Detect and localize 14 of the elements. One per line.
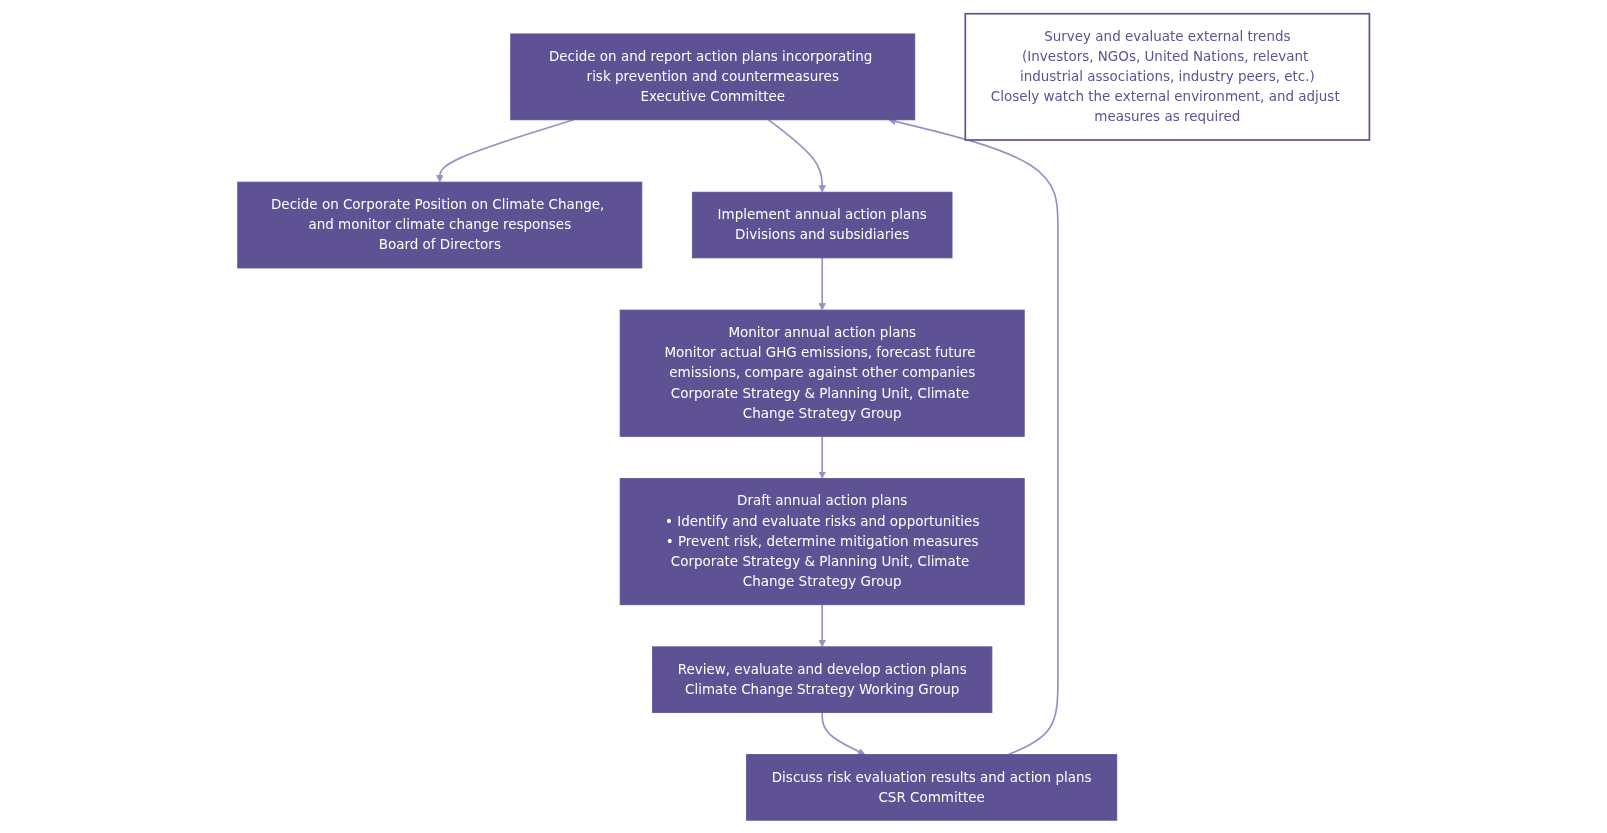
node-box: Decide on and report action plans incorporating risk prevention and countermeasures Executive Committee <box>510 33 916 120</box>
node-box: Monitor annual action plans Monitor actual GHG emissions, forecast future emissions, compare against other companies Corporate Strategy & Planning Unit, Climate Change Strategy Group <box>619 309 1025 437</box>
node-box: Draft annual action plans • Identify and evaluate risks and opportunities • Prevent risk, determine mitigation measures Corporate Strategy & Planning Unit, Climate Change Strategy Group <box>619 477 1025 605</box>
node-box: Implement annual action plans Divisions and subsidiaries <box>691 191 953 258</box>
arrow <box>818 256 826 310</box>
node-box: Discuss risk evaluation results and action plans CSR Committee <box>746 753 1118 821</box>
arrow <box>818 435 826 479</box>
arrow <box>821 711 866 755</box>
arrow <box>436 118 575 182</box>
node-box: Survey and evaluate external trends (Investors, NGOs, United Nations, relevant industrial associations, industry peers, etc.) Closely watch the external environment, and adjust measures as required <box>964 12 1371 141</box>
arrow <box>818 603 826 647</box>
node-box: Review, evaluate and develop action plans Climate Change Strategy Working Group <box>652 645 993 713</box>
node-box: Decide on Corporate Position on Climate Change, and monitor climate change responses Board of Directors <box>237 181 643 268</box>
arrow <box>767 118 826 193</box>
